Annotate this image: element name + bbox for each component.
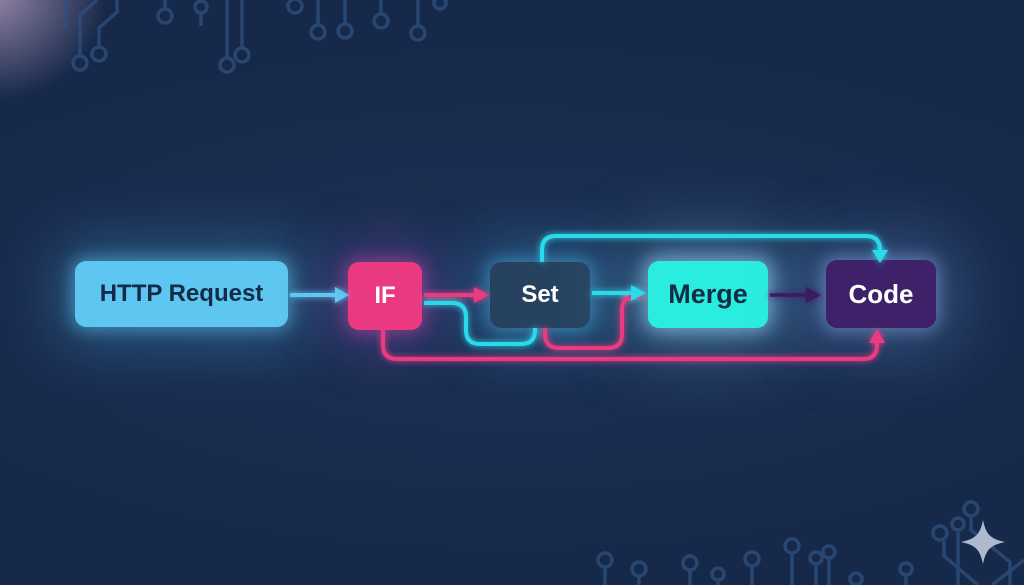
edge-if-to-code-arrowhead <box>869 329 885 343</box>
edge-set-to-merge-loop <box>543 294 642 350</box>
node-http-request-label: HTTP Request <box>99 280 264 307</box>
node-merge: Merge <box>648 261 768 328</box>
edge-if-to-set-arrowhead <box>474 287 489 303</box>
node-set: Set <box>490 262 590 328</box>
node-set-label: Set <box>521 281 559 308</box>
circuit-traces <box>64 0 1024 585</box>
node-if-label: IF <box>374 282 396 309</box>
edge-http-to-if-arrowhead <box>335 287 349 303</box>
edge-set-to-code-top <box>540 234 882 262</box>
edge-merge-to-code-arrowhead <box>806 287 821 303</box>
edge-if-to-set-lower <box>424 301 537 346</box>
edge-if-to-code-bottom <box>381 330 879 361</box>
node-http-request: HTTP Request <box>75 261 288 327</box>
node-if: IF <box>348 262 422 330</box>
node-merge-label: Merge <box>668 279 748 309</box>
edge-set-to-code-arrowhead <box>872 250 888 263</box>
sparkle-icon <box>961 520 1005 564</box>
node-code: Code <box>826 260 936 328</box>
edge-set-to-merge-arrowhead <box>631 285 646 301</box>
node-code-label: Code <box>848 278 914 309</box>
